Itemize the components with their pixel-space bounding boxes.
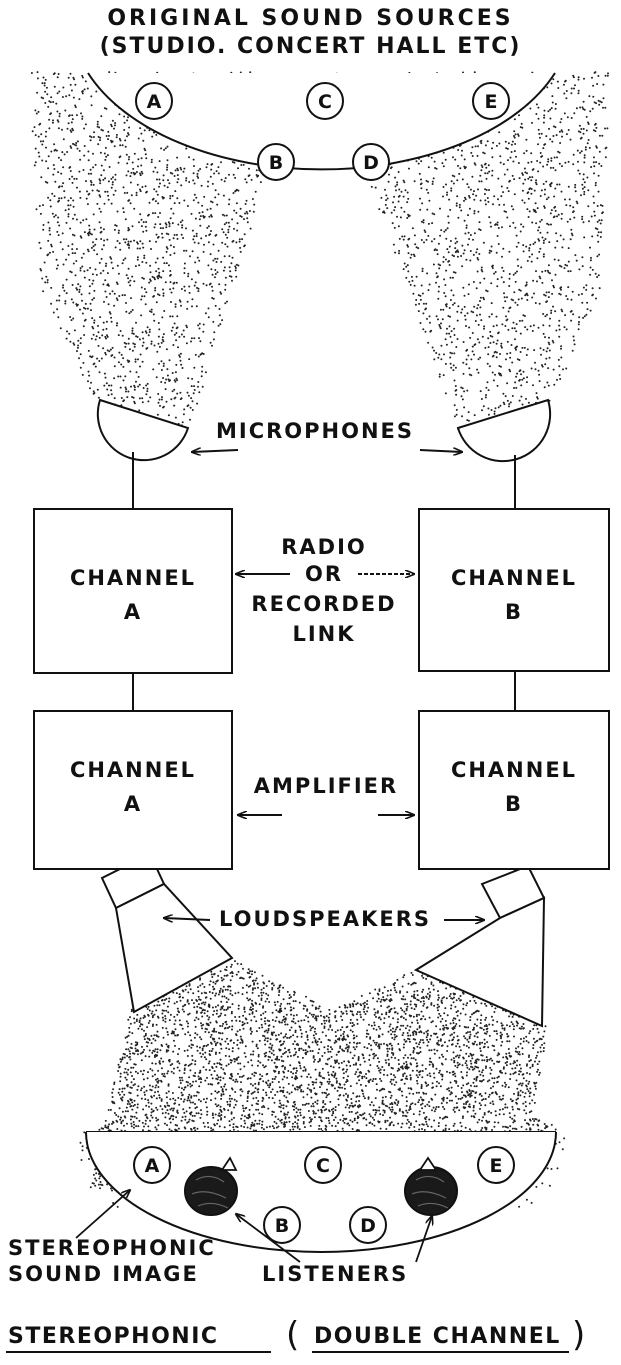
loudspeakers-label: LOUDSPEAKERS <box>200 909 450 930</box>
image-label-e: E <box>490 1155 503 1177</box>
microphone-left-icon <box>98 400 188 460</box>
channel-a-amp-id: A <box>35 794 231 815</box>
link-label-line-4: LINK <box>244 624 404 645</box>
channel-a-link-box: CHANNEL A <box>33 508 233 674</box>
image-label-c: C <box>316 1155 330 1177</box>
microphone-right-icon <box>458 400 550 461</box>
stereo-image-label-line-2: SOUND IMAGE <box>8 1264 199 1285</box>
microphones-label: MICROPHONES <box>216 421 414 442</box>
channel-a-amp-title: CHANNEL <box>35 760 231 781</box>
source-circle-d: D <box>353 144 389 180</box>
source-label-d: D <box>363 152 379 174</box>
channel-a-amplifier-box: CHANNEL A <box>33 710 233 870</box>
channel-b-link-id: B <box>420 602 608 623</box>
amplifier-label: AMPLIFIER <box>236 776 416 797</box>
source-label-c: C <box>318 91 332 113</box>
loudspeaker-left-icon <box>102 854 232 1012</box>
source-circle-a: A <box>136 83 172 119</box>
microphones-arrow-left <box>192 450 238 452</box>
page-title-line-1: ORIGINAL SOUND SOURCES <box>0 8 621 30</box>
image-circle-b: B <box>264 1207 300 1243</box>
image-label-a: A <box>145 1155 160 1177</box>
link-label-line-2: OR <box>244 564 404 585</box>
image-circle-d: D <box>350 1207 386 1243</box>
channel-b-link-box: CHANNEL B <box>418 508 610 672</box>
caption-stereophonic: STEREOPHONIC <box>8 1326 219 1348</box>
image-label-d: D <box>360 1215 376 1237</box>
channel-b-link-title: CHANNEL <box>420 568 608 589</box>
channel-a-link-id: A <box>35 602 231 623</box>
source-label-e: E <box>485 91 498 113</box>
loudspeaker-right-icon <box>416 866 544 1026</box>
caption-double-channel: DOUBLE CHANNEL <box>314 1326 561 1348</box>
source-label-a: A <box>147 91 162 113</box>
microphones-arrow-right <box>420 450 462 452</box>
image-circle-a: A <box>134 1147 170 1183</box>
channel-b-amp-id: B <box>420 794 608 815</box>
stereo-image-label-line-1: STEREOPHONIC <box>8 1238 216 1259</box>
source-label-b: B <box>269 152 283 174</box>
caption-paren-open: ( <box>286 1318 299 1352</box>
image-label-b: B <box>275 1215 289 1237</box>
link-label-line-3: RECORDED <box>244 594 404 615</box>
channel-b-amp-title: CHANNEL <box>420 760 608 781</box>
link-label-line-1: RADIO <box>244 537 404 558</box>
source-circle-b: B <box>258 144 294 180</box>
channel-b-amplifier-box: CHANNEL B <box>418 710 610 870</box>
stereo-image-pointer <box>76 1190 130 1238</box>
image-circle-c: C <box>305 1147 341 1183</box>
page-title-line-2: (STUDIO. CONCERT HALL ETC) <box>0 36 621 58</box>
caption-paren-close: ) <box>572 1318 585 1352</box>
source-circle-c: C <box>307 83 343 119</box>
source-circle-e: E <box>473 83 509 119</box>
listeners-label: LISTENERS <box>262 1264 408 1285</box>
channel-a-link-title: CHANNEL <box>35 568 231 589</box>
image-circle-e: E <box>478 1147 514 1183</box>
